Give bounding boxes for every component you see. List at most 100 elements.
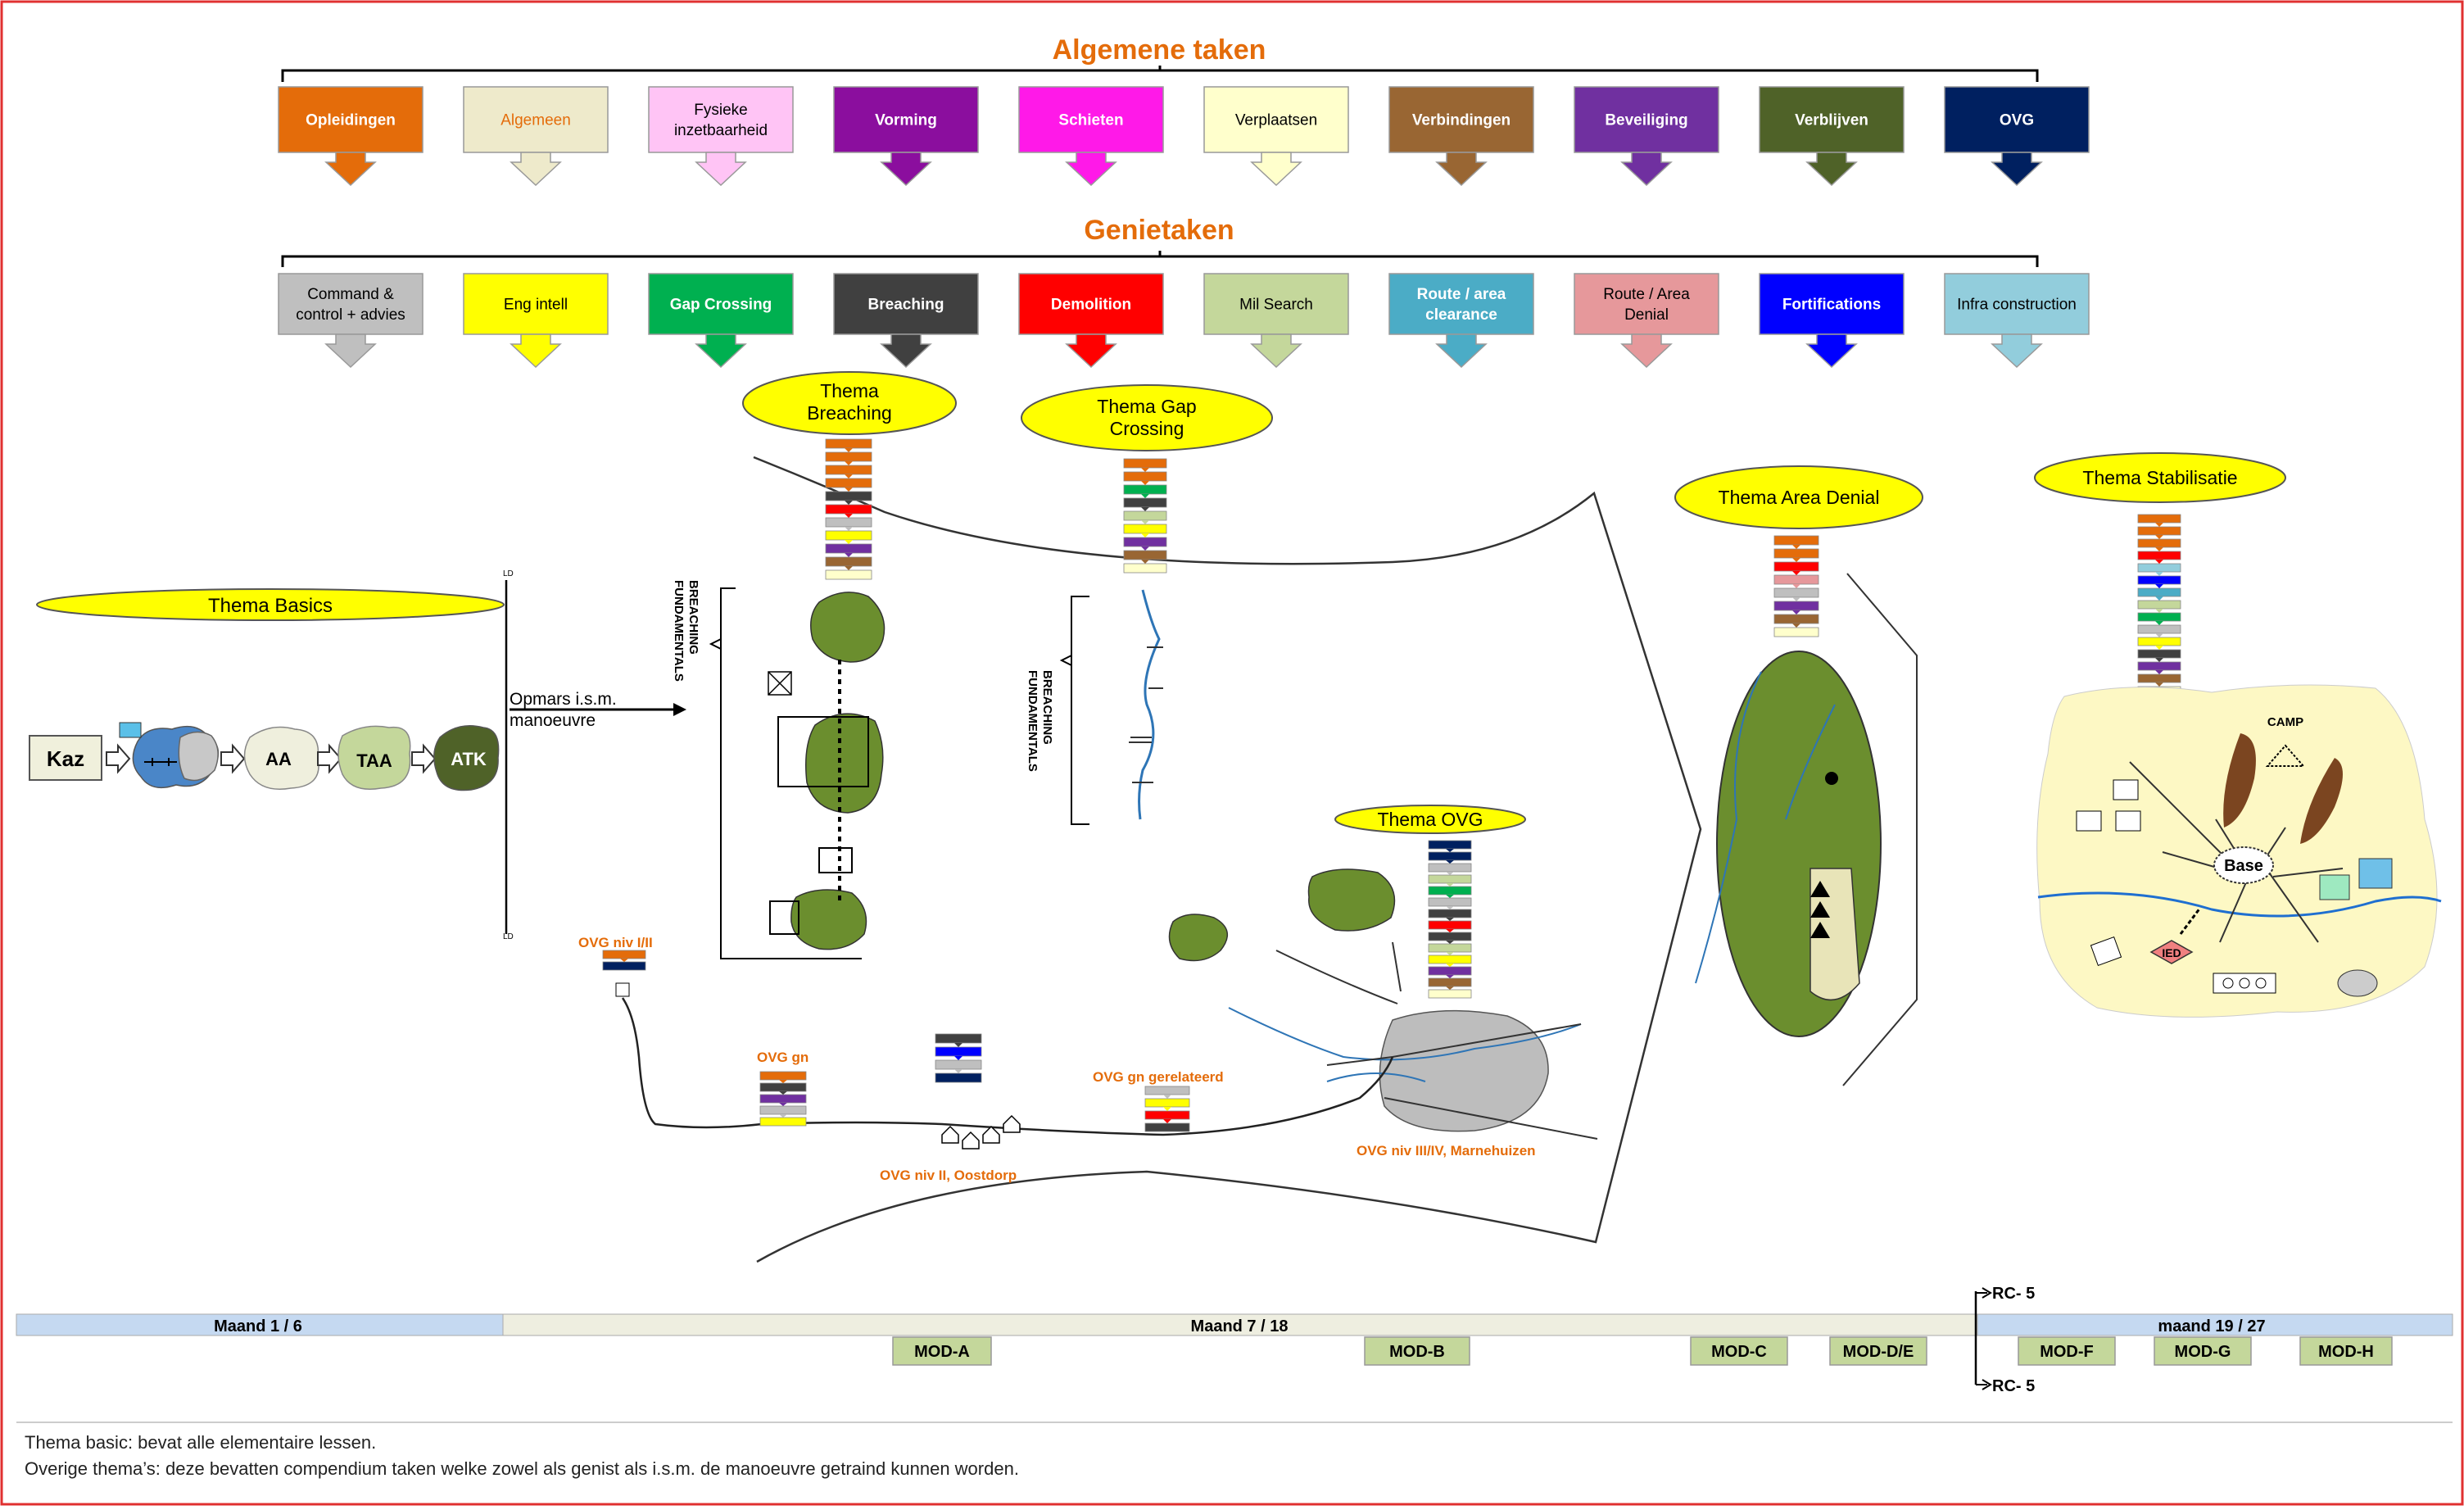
- ld-label-bottom: LD: [503, 932, 514, 941]
- timeline-label-maand19: maand 19 / 27: [2158, 1317, 2265, 1335]
- thema-breaching-label-line2: Breaching: [807, 402, 892, 424]
- gap-stack-tip: [1141, 507, 1149, 511]
- genietaak-label: Route / Area: [1603, 286, 1690, 303]
- vehicle-icon: [119, 722, 142, 738]
- area-denial-stack-bar: [1773, 587, 1819, 598]
- ovg-oostdorp-stack-bar: [935, 1033, 982, 1044]
- gap-stack-tip: [1141, 533, 1149, 537]
- ovg-gerelateerd-stack-bar: [1144, 1098, 1190, 1108]
- genietaak-arrow: [324, 333, 377, 369]
- stabilisatie-stack-tip: [2155, 535, 2163, 539]
- algemene-taak-item: Verblijven: [1759, 86, 1905, 187]
- algemene-taak-arrow: [510, 152, 562, 187]
- algemene-taak-box: [648, 86, 794, 153]
- ovg-gerelateerd-stack-tip: [1163, 1119, 1171, 1123]
- opmars-label-line1: Opmars i.s.m.: [510, 690, 617, 709]
- area-denial-stack-bar: [1773, 574, 1819, 585]
- thema-basics-ellipse: [36, 588, 505, 621]
- algemene-taak-label: Algemeen: [500, 112, 571, 129]
- algemene-taak-label: Vorming: [875, 112, 937, 129]
- ovg-gn-stack-bar: [759, 1071, 807, 1081]
- ied-label: IED: [2162, 946, 2181, 959]
- ovg-niv12-stack-bar: [602, 961, 646, 971]
- genietaak-item: Demolition: [1018, 273, 1164, 369]
- algemene-taak-box: [1944, 86, 2090, 153]
- genietaak-label: Mil Search: [1239, 297, 1313, 314]
- module-box: [1690, 1336, 1788, 1366]
- gap-stack-tip: [1141, 560, 1149, 564]
- thema-ovg-ellipse: [1334, 805, 1526, 834]
- gap-stack-bar: [1123, 524, 1167, 534]
- ovg-niv12-stack-tip: [620, 959, 628, 962]
- breaching-fundamentals-label-line1: BREACHING: [686, 580, 700, 655]
- rc-arrows: [1976, 1287, 1992, 1390]
- algemene-taak-box: [1388, 86, 1534, 153]
- stabilisatie-stack-tip: [2155, 560, 2163, 564]
- convoy-icon: [2213, 973, 2276, 994]
- mosque-icon: [2319, 874, 2350, 900]
- ovg-oostdorp-stack-tip: [954, 1043, 962, 1047]
- gap-stack-bar: [1123, 510, 1167, 521]
- ovg-stack-bar: [1428, 977, 1472, 987]
- ld-label-top: LD: [503, 569, 514, 578]
- module-label: MOD-C: [1711, 1343, 1767, 1361]
- ovg-stack-tip: [1446, 986, 1454, 990]
- ovg-niv2-label: OVG niv II, Oostdorp: [880, 1168, 1017, 1183]
- gap-stack-bar: [1123, 458, 1167, 469]
- stabilisatie-task-stack: [2137, 514, 2181, 696]
- genietaak-item: Gap Crossing: [648, 273, 794, 369]
- ovg-rivers: [1228, 1007, 1582, 1082]
- genietaak-box: [278, 273, 424, 335]
- stabilisatie-stack-bar: [2137, 637, 2181, 646]
- stabilisatie-stack-bar: [2137, 575, 2181, 585]
- ied-route: [2179, 907, 2202, 935]
- ovg-pointer-2: [1392, 941, 1402, 992]
- algemene-taak-label: Verblijven: [1795, 112, 1868, 129]
- genietaak-label: Denial: [1624, 306, 1669, 324]
- ovg-stack-tip: [1446, 906, 1454, 909]
- breaching-stack-tip: [845, 566, 853, 570]
- timeline-label-maand7: Maand 7 / 18: [1191, 1317, 1289, 1335]
- ovg-oostdorp-stack-tip: [954, 1069, 962, 1073]
- breaching-stack-tip: [845, 448, 853, 452]
- area-denial-stack-bar: [1773, 548, 1819, 559]
- gap-stack-bar: [1123, 484, 1167, 495]
- thema-breaching-label-line1: Thema: [820, 380, 879, 401]
- genietaak-label: Infra construction: [1957, 297, 2077, 314]
- ovg-stack-tip: [1446, 849, 1454, 852]
- thema-gap-ellipse: [1021, 384, 1273, 451]
- algemene-taak-arrow: [1250, 152, 1302, 187]
- algemene-taak-arrow: [880, 152, 932, 187]
- module-box: [2154, 1336, 2252, 1366]
- algemene-taak-item: Beveiliging: [1574, 86, 1719, 187]
- ovg-stack-bar: [1428, 897, 1472, 907]
- algemene-taak-arrow: [1991, 152, 2043, 187]
- ovg-stack-tip: [1446, 964, 1454, 967]
- genietaak-label: Gap Crossing: [670, 297, 772, 314]
- ovg-gn-stack-bar: [759, 1094, 807, 1104]
- opmars-arrowhead: [673, 703, 686, 716]
- algemene-taak-label: Beveiliging: [1605, 112, 1687, 129]
- genietaak-box: [1388, 273, 1534, 335]
- genietaak-box: [648, 273, 794, 335]
- ovg-stack-bar: [1428, 920, 1472, 930]
- thema-breaching-ellipse: [742, 371, 957, 435]
- checkpoint-icon-1: [2113, 779, 2139, 800]
- genietaak-box: [463, 273, 609, 335]
- gap-fundamentals-label-line1: BREACHING: [1040, 670, 1054, 745]
- area-denial-stack-tip: [1792, 545, 1800, 549]
- genietaken-bracket: [281, 251, 2039, 267]
- aa-blob: [243, 726, 319, 790]
- breaching-stack-bar: [825, 530, 872, 541]
- breaching-marker-icon: [768, 671, 792, 696]
- algemene-taak-label: Verplaatsen: [1235, 112, 1317, 129]
- unit-symbol-icon: [144, 758, 177, 766]
- stabilisatie-stack-bar: [2137, 563, 2181, 573]
- algemene-taak-item: Algemeen: [463, 86, 609, 187]
- stabilisatie-stack-tip: [2155, 547, 2163, 551]
- breaching-stack-bar: [825, 438, 872, 449]
- genietaak-box: [1759, 273, 1905, 335]
